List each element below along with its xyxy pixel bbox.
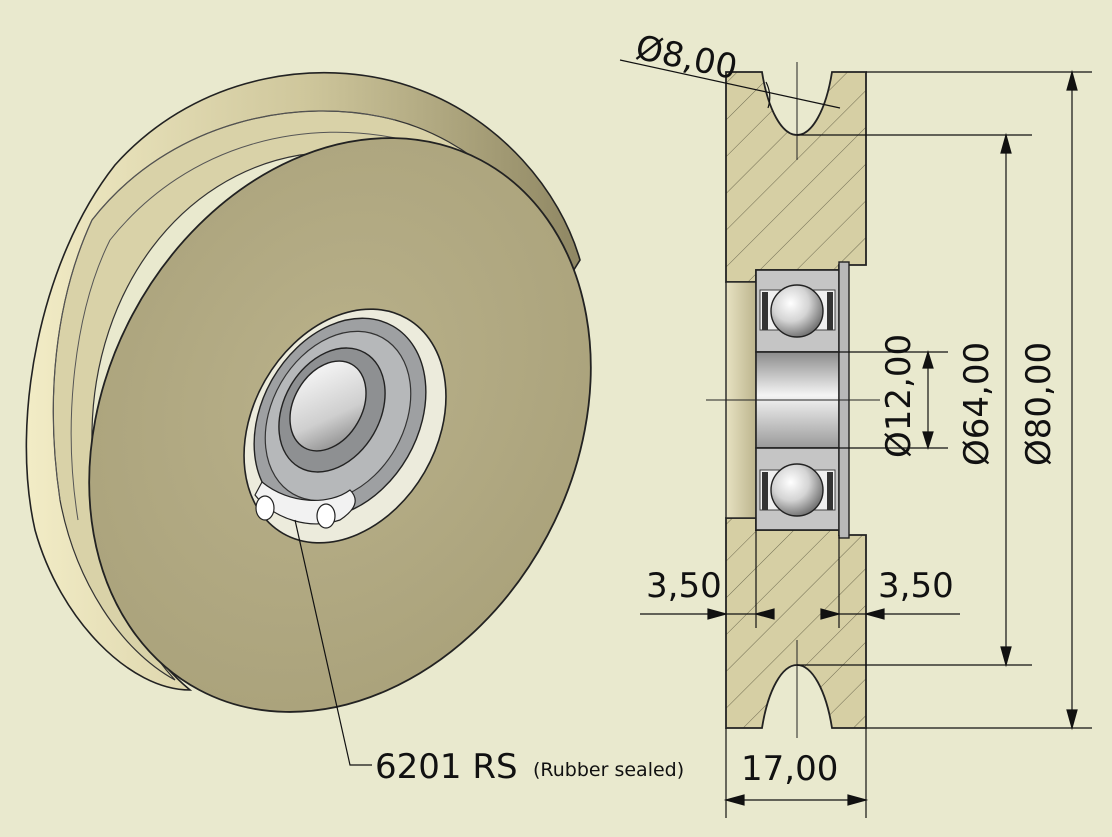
bearing-leader-line [294, 519, 372, 766]
right-offset-label: 3,50 [878, 566, 954, 606]
bearing-note-label: (Rubber sealed) [533, 759, 684, 781]
bearing-bore [289, 360, 367, 452]
groove-root-diameter-label: Ø64,00 [957, 342, 997, 466]
wheel-groove-line [70, 131, 406, 521]
bearing-ball-lower [770, 463, 824, 517]
wheel-3d-view [25, 71, 592, 766]
left-offset-label: 3,50 [646, 566, 722, 606]
section-upper-rim [725, 71, 867, 283]
wheel-groove-band [52, 110, 561, 681]
bearing-code-label: 6201 RS [375, 747, 518, 787]
bearing-cutaway [254, 481, 356, 529]
dimension-lines [619, 59, 1092, 818]
bearing-section-upper [755, 269, 840, 353]
bearing-ball-upper [770, 284, 824, 338]
wheel-groove-line [52, 110, 396, 501]
groove-diameter-label: Ø8,00 [632, 28, 741, 88]
outer-diameter-label: Ø80,00 [1019, 342, 1059, 466]
bearing-section-lower [755, 447, 840, 531]
width-label: 17,00 [741, 749, 838, 789]
section-lower-rim [725, 517, 867, 729]
bore-diameter-label: Ø12,00 [879, 334, 919, 458]
cross-section-view [706, 62, 880, 738]
